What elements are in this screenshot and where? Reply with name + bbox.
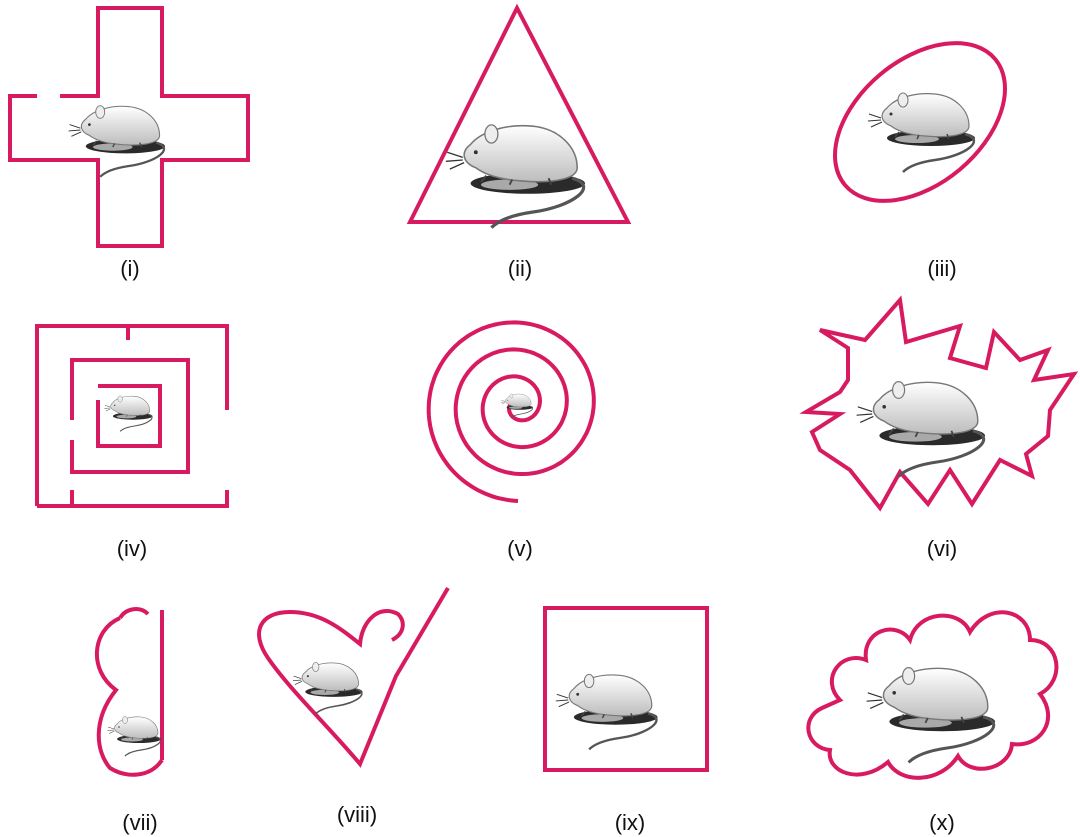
panel-label-i: (i) [120, 256, 140, 281]
shape-spiral [429, 322, 594, 501]
panel-label-iv: (iv) [117, 536, 148, 561]
mouse-i [69, 106, 165, 177]
panel-label-iii: (iii) [927, 256, 956, 281]
mouse-vii [108, 717, 162, 757]
mouse-vi [857, 382, 985, 477]
mouse-ix [556, 674, 658, 749]
mouse-viii [293, 662, 363, 713]
mouse-ii [446, 125, 585, 228]
mouse-x [867, 668, 995, 763]
panel-label-viii: (viii) [337, 802, 377, 827]
shape-open-bulb [97, 609, 162, 775]
panel-label-ix: (ix) [615, 810, 646, 835]
panel-label-x: (x) [929, 810, 955, 835]
mouse-iv [104, 396, 152, 432]
panel-label-vi: (vi) [927, 536, 958, 561]
mouse-v [501, 394, 533, 418]
panel-label-v: (v) [507, 536, 533, 561]
panel-label-ii: (ii) [508, 256, 532, 281]
panel-label-vii: (vii) [122, 810, 157, 835]
mouse-iii [868, 93, 975, 172]
